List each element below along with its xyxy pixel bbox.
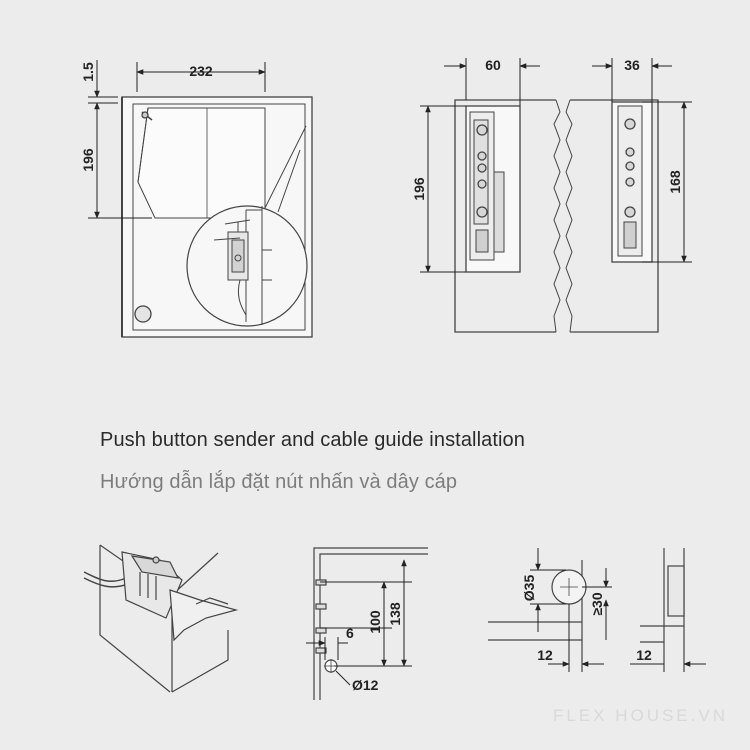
- dim-hole-spacing-small: 6: [346, 625, 354, 641]
- side-profile-dimensions: [630, 650, 706, 672]
- hole-layout-view: [313, 547, 428, 700]
- dim-right-side-depth: 36: [624, 57, 640, 73]
- dim-cabinet-offset: 1.5: [80, 62, 96, 82]
- dim-left-side-height: 196: [411, 177, 427, 201]
- watermark-text: FLEX HOUSE.VN: [552, 706, 728, 725]
- dim-right-side-height: 168: [667, 170, 683, 194]
- dim-side-edge-offset: 12: [636, 647, 652, 663]
- side-profile-view: [640, 548, 685, 650]
- dim-button-diameter: Ø35: [521, 575, 537, 602]
- button-hole-view: [488, 560, 587, 652]
- dim-cabinet-width: 232: [189, 63, 213, 79]
- cabinet-front-view: [121, 96, 313, 338]
- dim-button-min-offset: ≥30: [589, 592, 605, 615]
- cabinet-dimensions: [88, 60, 266, 219]
- push-button-3d-view: [83, 544, 239, 693]
- dim-hole-spacing-mid: 100: [367, 610, 383, 634]
- dim-left-side-depth: 60: [485, 57, 501, 73]
- hole-layout-dimensions: [306, 559, 412, 686]
- caption-vietnamese: Hướng dẫn lắp đặt nút nhấn và dây cáp: [100, 471, 458, 493]
- dim-hole-spacing-large: 138: [387, 602, 403, 626]
- side-panel-view: [454, 99, 659, 333]
- dim-hole-diameter: Ø12: [352, 677, 379, 693]
- dim-button-edge-offset: 12: [537, 647, 553, 663]
- caption-english: Push button sender and cable guide insta…: [100, 429, 526, 451]
- dim-cabinet-height: 196: [80, 148, 96, 172]
- button-hole-dimensions: [530, 548, 612, 672]
- side-panel-dimensions: [420, 58, 692, 273]
